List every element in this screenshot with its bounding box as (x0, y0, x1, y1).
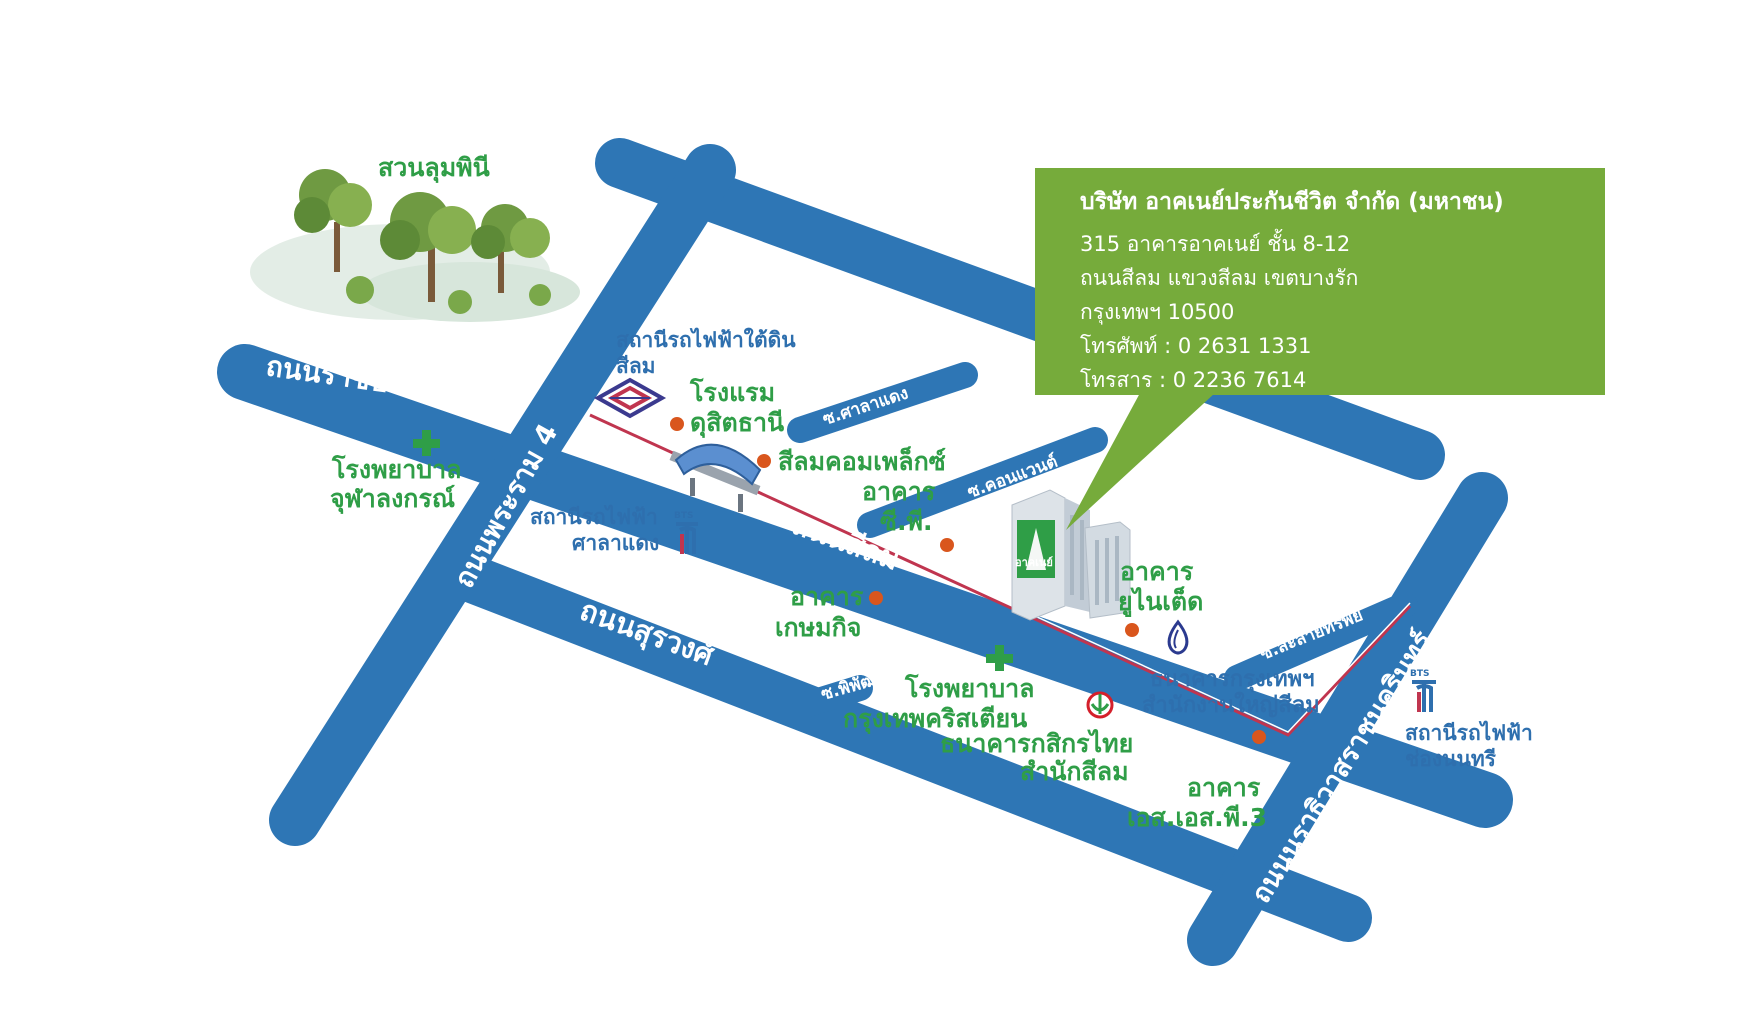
phone-number: โทรศัพท์ : 0 2631 1331 (1080, 334, 1312, 358)
address-line-2: ถนนสีลม แขวงสีลม เขตบางรัก (1080, 266, 1359, 290)
dusit-label-1: โรงแรม (689, 377, 775, 407)
building-icon: อาคเนย์ (1011, 489, 1131, 621)
park-label: สวนลุมพินี (378, 153, 490, 184)
dusit-label-2: ดุสิตธานี (690, 408, 784, 439)
address-line-1: 315 อาคารอาคเนย์ ชั้น 8-12 (1080, 232, 1351, 256)
kbank-label-2: สำนักสีลม (1020, 757, 1129, 786)
chula-hospital-label-1: โรงพยาบาล (331, 454, 461, 484)
kasemkij-marker (869, 591, 883, 605)
mrt-silom-station: สถานีรถไฟฟ้าใต้ดิน สีลม (593, 327, 796, 419)
silom-complex-marker (757, 454, 771, 468)
united-label-1: อาคาร (1120, 557, 1194, 586)
kasikorn-logo-icon (1086, 691, 1114, 719)
company-name: บริษัท อาคเนย์ประกันชีวิต จำกัด (มหาชน) (1080, 189, 1504, 215)
callout-pointer (1066, 393, 1215, 530)
tree-icon (380, 192, 476, 302)
chula-hospital-label-2: จุฬาลงกรณ์ (330, 484, 455, 515)
bbl-label-2: สำนักงานใหญ่สีลม (1142, 691, 1320, 718)
kasemkij-label-1: อาคาร (790, 582, 864, 611)
svg-text:BTS: BTS (674, 511, 693, 521)
soi-label-sala-daeng: ซ.ศาลาแดง (820, 383, 910, 429)
bangkok-bank-logo-icon (1167, 619, 1189, 655)
bts-rail (589, 413, 1412, 737)
mrt-silom-label-2: สีลม (616, 354, 656, 378)
bts-saladaeng-label-1: สถานีรถไฟฟ้า (530, 504, 658, 529)
chula-hospital: โรงพยาบาล จุฬาลงกรณ์ (330, 430, 461, 515)
cp-label-1: อาคาร (862, 477, 936, 506)
company-info-box: บริษัท อาคเนย์ประกันชีวิต จำกัด (มหาชน) … (1035, 168, 1605, 395)
dusit-marker (670, 417, 684, 431)
bts-logo-icon: BTS (1410, 669, 1436, 712)
tree-icon (294, 169, 372, 272)
bts-chongnonsi-label-2: ช่องนนทรี (1405, 747, 1497, 771)
cp-marker (940, 538, 954, 552)
kbank-label-1: ธนาคารกสิกรไทย (940, 728, 1133, 758)
united-label-2: ยูไนเต็ด (1118, 586, 1203, 618)
lumphini-park: สวนลุมพินี (250, 153, 580, 322)
roads (210, 131, 1520, 973)
svg-text:BTS: BTS (1410, 669, 1429, 679)
hospital-cross-icon (413, 430, 440, 456)
mrt-logo-icon (593, 377, 667, 419)
ssp3-label-1: อาคาร (1187, 773, 1261, 802)
ssp3-marker (1252, 730, 1266, 744)
building-sign: อาคเนย์ (1015, 556, 1053, 569)
silom-complex-label: สีลมคอมเพล็กซ์ (778, 446, 946, 476)
tree-icon (471, 204, 550, 293)
fax-number: โทรสาร : 0 2236 7614 (1080, 368, 1307, 392)
bch-label-1: โรงพยาบาล (904, 673, 1034, 703)
address-line-3: กรุงเทพฯ 10500 (1080, 300, 1235, 324)
hospital-cross-icon (986, 645, 1013, 671)
bts-saladaeng-label-2: ศาลาแดง (572, 531, 659, 555)
bch-label-2: กรุงเทพคริสเตียน (843, 704, 1027, 735)
bbl-label-1: ธนาคารกรุงเทพฯ (1150, 667, 1314, 693)
soi-label-phiphat: ซ.พิพัฒน์พงษ์ (819, 657, 919, 704)
bts-logo-icon: BTS (674, 511, 698, 554)
mrt-silom-label-1: สถานีรถไฟฟ้าใต้ดิน (616, 327, 796, 352)
bts-chongnonsi-label-1: สถานีรถไฟฟ้า (1405, 720, 1533, 745)
kasemkij-label-2: เกษมกิจ (775, 613, 861, 642)
skytrain-station-icon (669, 443, 762, 512)
ssp3-label-2: เอส.เอส.พี.3 (1127, 803, 1267, 832)
united-marker (1125, 623, 1139, 637)
cp-label-2: ซี.พี. (880, 507, 932, 536)
